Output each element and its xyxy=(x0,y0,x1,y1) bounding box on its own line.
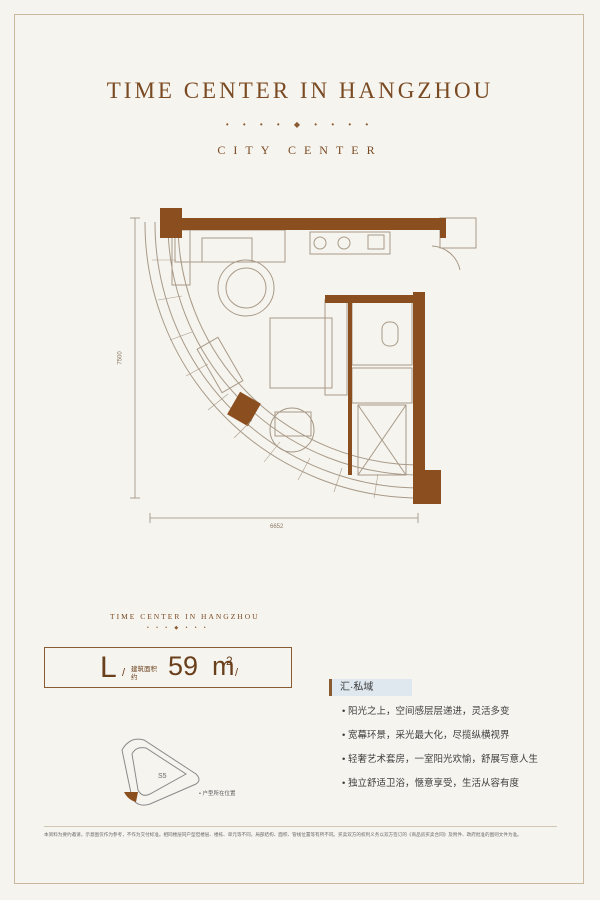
building-location-map: S5 xyxy=(121,738,200,806)
feature-item: 轻奢艺术套房，一室阳光欢愉，舒展写意人生 xyxy=(342,754,538,778)
dimension-vertical: 7500 xyxy=(117,351,124,365)
page-title: TIME CENTER IN HANGZHOU xyxy=(106,78,494,103)
location-label: • 户型所在位置 xyxy=(199,791,236,797)
disclaimer-text: 本资料为要约邀请，示意图仅作为参考，不作为交付标准。相同楼层同户型但楼层、楼栋、… xyxy=(44,832,522,837)
unit-small-title: TIME CENTER IN HANGZHOU xyxy=(110,612,260,621)
page-subtitle: CITY CENTER xyxy=(217,143,383,157)
unit-small-ornament: • • • ◆ • • • xyxy=(147,625,209,631)
feature-item: 阳光之上，空间感层层递进，灵活多变 xyxy=(342,706,538,730)
footer-divider xyxy=(44,826,557,827)
feature-item: 独立舒适卫浴，惬意享受，生活从容有度 xyxy=(342,778,538,802)
area-unit-superscript: 2 xyxy=(226,654,233,668)
floor-plan xyxy=(130,208,477,523)
dimension-horizontal: 6652 xyxy=(270,524,284,530)
unit-info-box xyxy=(44,647,292,688)
feature-badge: 汇·私域 xyxy=(329,679,412,696)
unit-type-letter: L xyxy=(100,651,117,684)
building-label: S5 xyxy=(158,773,167,780)
area-unit: m xyxy=(212,651,235,681)
unit-divider-end: / xyxy=(235,667,239,679)
area-value: 59 xyxy=(168,651,199,681)
area-label: 建筑面积约 xyxy=(131,666,157,681)
feature-list: 阳光之上，空间感层层递进，灵活多变 宽幕环景，采光最大化，尽揽纵横视界 轻奢艺术… xyxy=(342,706,538,802)
unit-divider: / xyxy=(122,667,126,679)
title-ornament: • • • • ◆ • • • • xyxy=(225,120,375,129)
page-frame xyxy=(14,14,584,884)
feature-item: 宽幕环景，采光最大化，尽揽纵横视界 xyxy=(342,730,538,754)
